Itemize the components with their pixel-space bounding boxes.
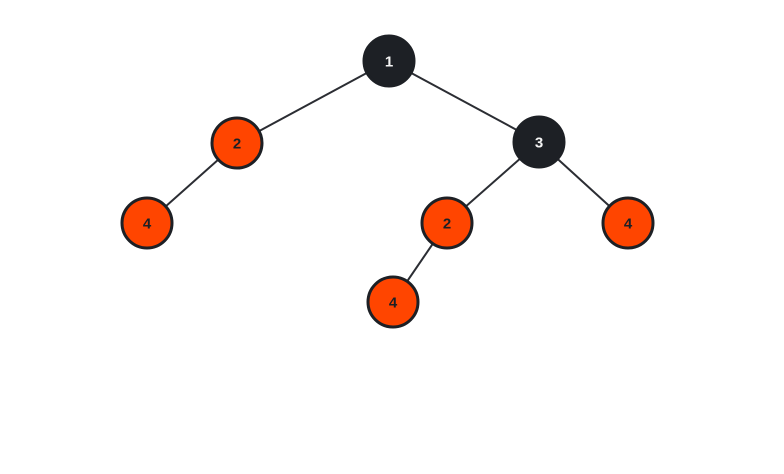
tree-edge-n1-n3 <box>388 60 540 143</box>
node-circle <box>512 115 566 169</box>
tree-node-n6: 4 <box>601 196 655 250</box>
tree-node-n7: 4 <box>366 275 420 329</box>
tree-node-n2: 2 <box>210 116 264 170</box>
node-circle <box>210 116 264 170</box>
tree-node-n5: 2 <box>420 196 474 250</box>
node-circle <box>120 196 174 250</box>
node-circle <box>601 196 655 250</box>
tree-node-n1: 1 <box>362 34 416 88</box>
node-circle <box>366 275 420 329</box>
node-circle <box>420 196 474 250</box>
tree-edge-n1-n2 <box>236 60 390 144</box>
tree-node-n4: 4 <box>120 196 174 250</box>
node-circle <box>362 34 416 88</box>
tree-node-n3: 3 <box>512 115 566 169</box>
